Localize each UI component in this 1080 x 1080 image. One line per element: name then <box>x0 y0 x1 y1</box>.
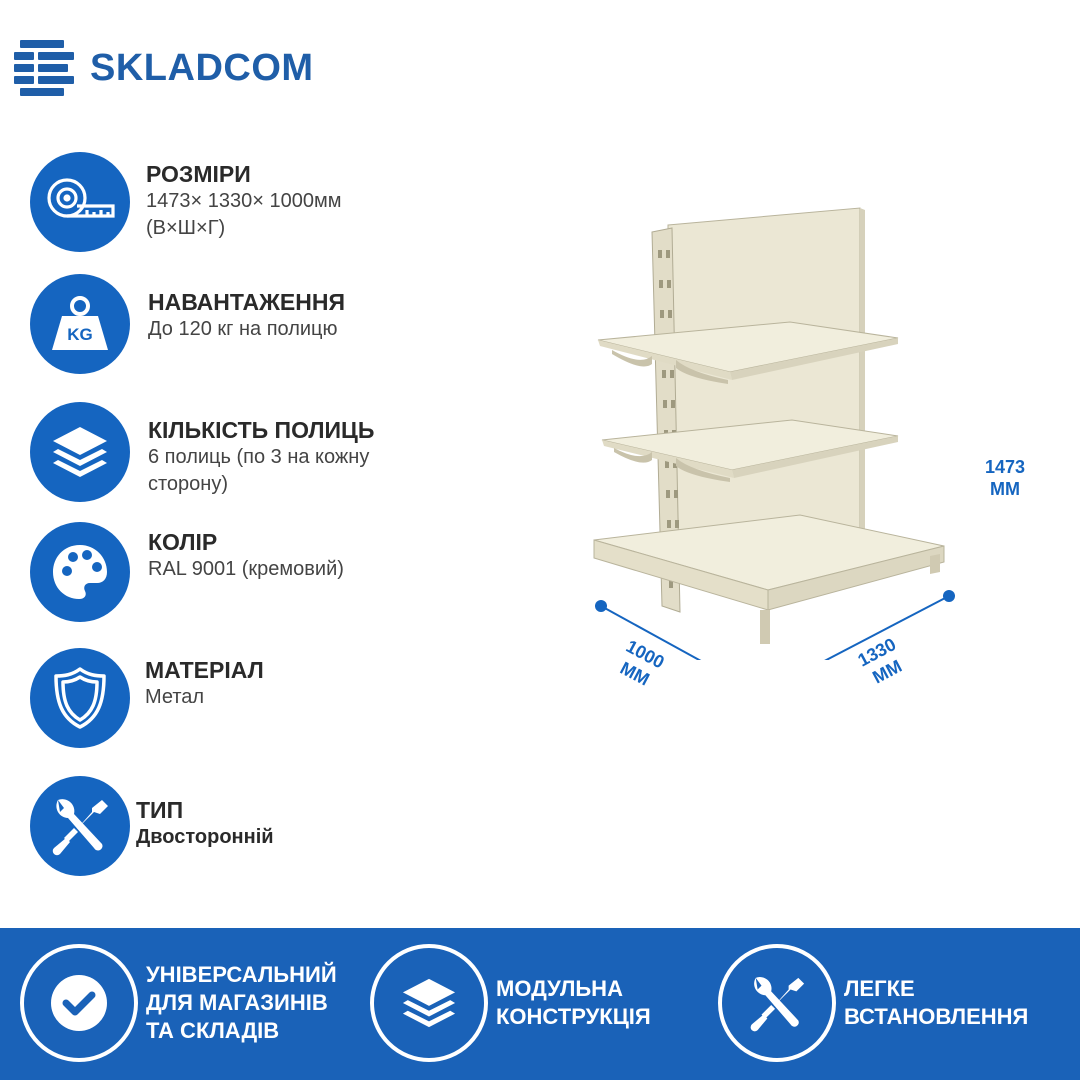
feature-icon-circle <box>30 152 130 252</box>
shield-icon <box>54 667 106 729</box>
benefit-line: ТА СКЛАДІВ <box>146 1018 280 1043</box>
feature-desc: Метал <box>145 686 205 708</box>
benefit-line: ЛЕГКЕ <box>844 976 915 1001</box>
feature-icon-circle <box>30 648 130 748</box>
feature-desc: До 120 кг на полицю <box>148 318 338 340</box>
feature-desc: Двосторонній <box>136 826 274 848</box>
double-sided-shelving-image <box>593 207 978 689</box>
wrench-screwdriver-icon <box>52 799 108 856</box>
feature-title: РОЗМІРИ <box>146 161 251 187</box>
feature-icon-circle <box>30 776 130 876</box>
svg-text:KG: KG <box>67 325 93 344</box>
layers-icon <box>53 427 107 477</box>
feature-desc: 1473× 1330× 1000мм <box>146 190 342 212</box>
benefits-bar: УНІВЕРСАЛЬНИЙ ДЛЯ МАГАЗИНІВ ТА СКЛАДІВ М… <box>0 928 1080 1080</box>
feature-icon-circle: KG <box>30 274 130 374</box>
brand-name: SKLADCOM <box>90 46 314 89</box>
weight-kg-icon: KG <box>52 296 108 350</box>
feature-desc: (В×Ш×Г) <box>146 217 226 239</box>
benefit-line: МОДУЛЬНА <box>496 976 623 1001</box>
feature-title: ТИП <box>136 797 184 823</box>
shelving-unit-illustration <box>560 190 978 689</box>
tape-measure-icon <box>47 178 115 218</box>
feature-icon-circle <box>30 522 130 622</box>
benefit-icon-ring <box>370 944 488 1062</box>
benefit-icon-ring <box>20 944 138 1062</box>
benefit-line: КОНСТРУКЦІЯ <box>496 1004 651 1029</box>
palette-icon <box>53 545 107 599</box>
height-dimension-label: 1473 ММ <box>985 457 1026 499</box>
feature-desc: 6 полиць (по 3 на кожну <box>148 446 370 468</box>
benefit-line: ВСТАНОВЛЕННЯ <box>844 1004 1029 1029</box>
benefit-line: УНІВЕРСАЛЬНИЙ <box>146 962 337 987</box>
brand-logo: SKLADCOM <box>14 38 314 98</box>
feature-icon-circle <box>30 402 130 502</box>
feature-title: КОЛІР <box>148 529 218 555</box>
benefit-icon-ring <box>718 944 836 1062</box>
feature-desc: RAL 9001 (кремовий) <box>148 558 344 580</box>
layers-icon <box>402 978 456 1028</box>
feature-title: НАВАНТАЖЕННЯ <box>148 289 345 315</box>
benefit-line: ДЛЯ МАГАЗИНІВ <box>146 990 328 1015</box>
feature-desc: сторону) <box>148 473 229 495</box>
skladcom-logo-icon <box>14 40 74 96</box>
check-icon <box>51 975 107 1031</box>
feature-title: КІЛЬКІСТЬ ПОЛИЦЬ <box>148 417 375 443</box>
wrench-screwdriver-icon <box>750 977 805 1032</box>
feature-title: МАТЕРІАЛ <box>145 657 264 683</box>
